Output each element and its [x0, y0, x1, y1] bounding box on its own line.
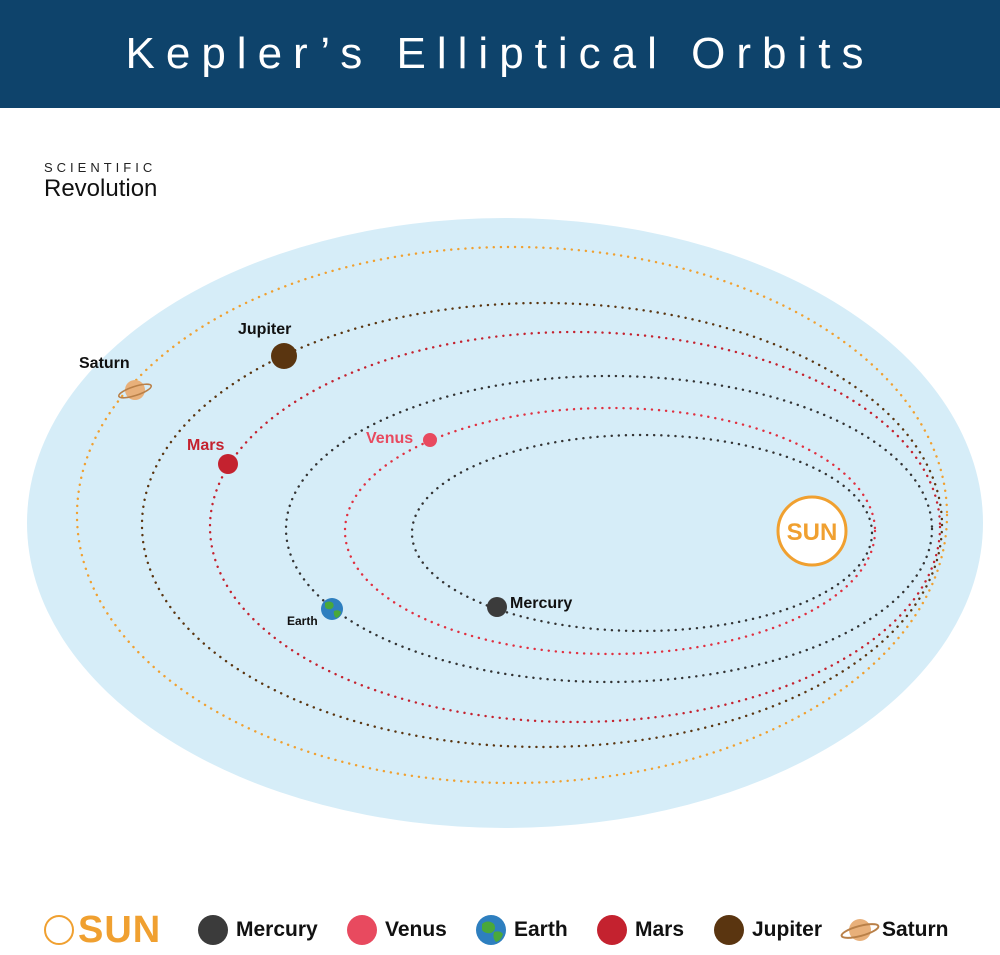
legend: SUN Mercury Venus Earth Mars Jupiter — [0, 905, 1000, 955]
venus-label: Venus — [366, 430, 413, 447]
mars-planet-icon — [218, 454, 238, 474]
brand-bottom-text: Revolution — [44, 175, 158, 202]
sun-icon — [776, 495, 848, 567]
mercury-legend-icon — [198, 915, 228, 945]
legend-item-mercury: Mercury — [198, 905, 318, 955]
jupiter-legend-icon — [714, 915, 744, 945]
saturn-legend-icon — [840, 915, 880, 945]
earth-legend-icon — [476, 915, 506, 945]
jupiter-label: Jupiter — [238, 321, 291, 338]
mercury-orbit — [410, 433, 874, 633]
mars-orbit — [208, 330, 942, 724]
saturn-planet-icon — [117, 380, 153, 400]
legend-item-earth: Earth — [476, 905, 568, 955]
legend-jupiter-label: Jupiter — [752, 918, 823, 941]
space-background — [27, 218, 983, 828]
legend-item-sun: SUN — [44, 905, 161, 955]
title-bar: Kepler’s Elliptical Orbits — [0, 0, 1000, 108]
sun-label: SUN — [787, 519, 838, 546]
jupiter-planet-icon — [271, 343, 297, 369]
earth-label: Earth — [287, 614, 318, 628]
legend-venus-label: Venus — [385, 918, 447, 941]
orbit-diagram: SUN Mercury Venus Earth Mars Jupiter Sat… — [27, 218, 983, 828]
earth-planet-icon — [321, 598, 343, 620]
mars-legend-icon — [597, 915, 627, 945]
brand-top-text: SCIENTIFIC — [44, 160, 157, 175]
legend-mars-label: Mars — [635, 918, 685, 941]
legend-item-jupiter: Jupiter — [714, 905, 822, 955]
mars-label: Mars — [187, 437, 224, 454]
saturn-label: Saturn — [79, 355, 130, 372]
legend-mercury-label: Mercury — [236, 918, 318, 941]
legend-sun-label: SUN — [78, 908, 162, 951]
brand-logo: SCIENTIFIC Revolution — [44, 160, 157, 203]
sun-legend-icon — [44, 915, 74, 945]
venus-planet-icon — [423, 433, 437, 447]
venus-legend-icon — [347, 915, 377, 945]
legend-item-venus: Venus — [347, 905, 447, 955]
legend-earth-label: Earth — [514, 918, 568, 941]
mercury-label: Mercury — [510, 595, 572, 612]
saturn-orbit — [75, 245, 949, 785]
mercury-planet-icon — [487, 597, 507, 617]
venus-orbit — [343, 406, 877, 656]
legend-saturn-label: Saturn — [882, 918, 949, 941]
page-title: Kepler’s Elliptical Orbits — [125, 29, 875, 78]
legend-item-saturn: Saturn — [840, 905, 949, 955]
legend-item-mars: Mars — [597, 905, 684, 955]
jupiter-orbit — [140, 301, 944, 749]
earth-orbit — [284, 374, 934, 684]
